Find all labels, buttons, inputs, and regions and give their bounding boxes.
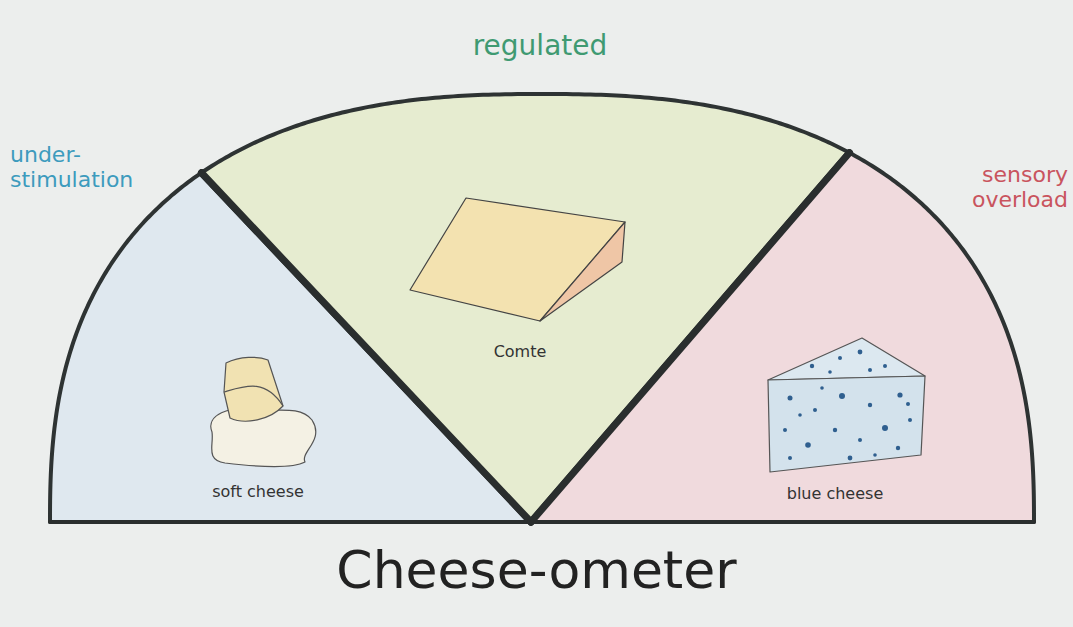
comte-top-face <box>410 198 625 321</box>
overload-sector: sensory overload blue cheese <box>525 150 1073 530</box>
soft-cheese <box>211 357 316 466</box>
comte-wedge <box>410 198 625 321</box>
cheese-label: soft cheese <box>188 483 328 501</box>
cheese-label: blue cheese <box>765 485 905 503</box>
gauge-rim <box>201 94 849 173</box>
gauge-baseline <box>531 520 1034 524</box>
zone-heading: under- stimulation <box>10 142 160 193</box>
soft-cheese-wedge <box>224 357 283 421</box>
sector-divider <box>531 153 849 522</box>
zone-heading: sensory overload <box>918 162 1068 213</box>
comte-side-face <box>540 222 625 321</box>
soft-cheese-puddle <box>211 409 316 467</box>
blue-cheese <box>768 338 925 472</box>
soft-cheese-cut <box>224 386 283 406</box>
blue-cheese-front <box>768 376 925 472</box>
sector-divider <box>201 173 531 522</box>
blue-cheese-top <box>768 338 925 380</box>
gauge-rim <box>50 173 201 522</box>
blue-cheese-veins <box>783 350 912 461</box>
gauge-title: Cheese-ometer <box>0 540 1073 600</box>
zone-heading: regulated <box>440 30 640 62</box>
sector-fill <box>531 153 1034 522</box>
gauge-baseline <box>50 520 531 524</box>
cheese-label: Comte <box>460 343 580 361</box>
